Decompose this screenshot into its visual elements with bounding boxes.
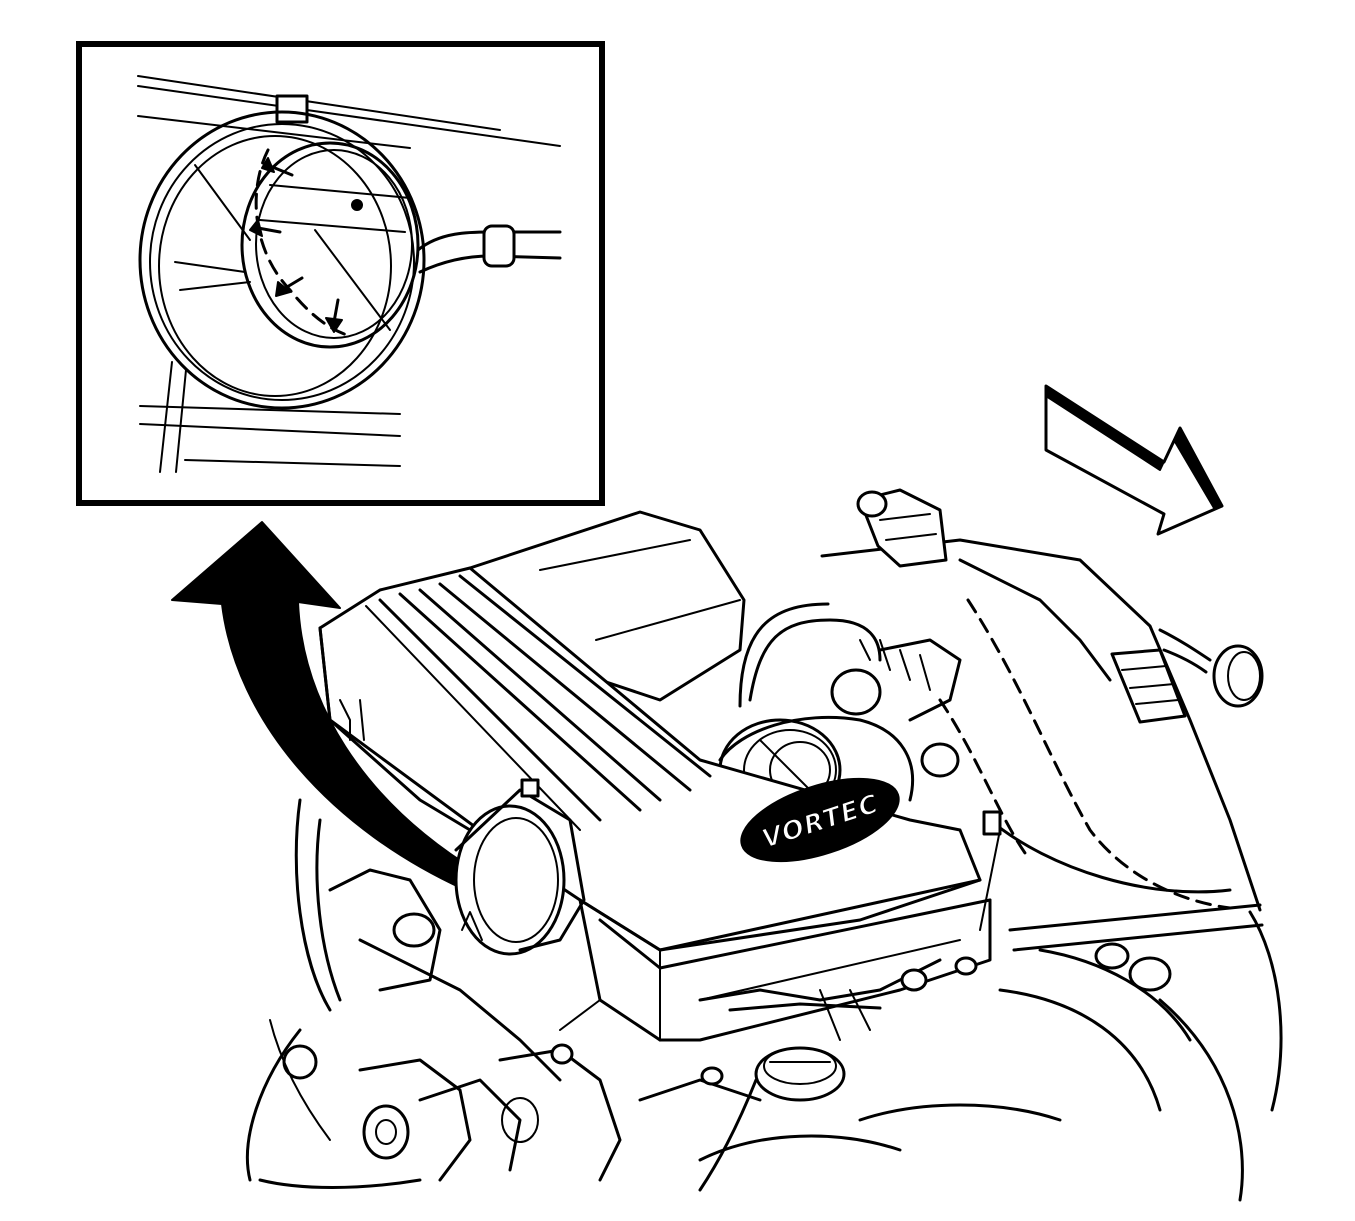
- retaining-clip: [275, 94, 309, 124]
- engine-lower-left: [245, 798, 762, 1189]
- electrical-connector: [856, 488, 948, 568]
- reservoir-cap: [698, 1046, 846, 1192]
- vehicle-front-arrow: [1044, 384, 1224, 536]
- seal-direction-arrows: [249, 157, 343, 333]
- air-cleaner-housing: VORTEC: [318, 510, 992, 1042]
- air-outlet-duct: [454, 778, 586, 956]
- fluid-cap: [1158, 628, 1264, 708]
- duct-outer-ring: [138, 110, 426, 410]
- engine-lower-right: [698, 810, 1192, 1162]
- duct-seal-ring: [240, 141, 420, 349]
- detail-inset: [76, 41, 605, 506]
- engine-assembly: VORTEC: [245, 488, 1283, 1202]
